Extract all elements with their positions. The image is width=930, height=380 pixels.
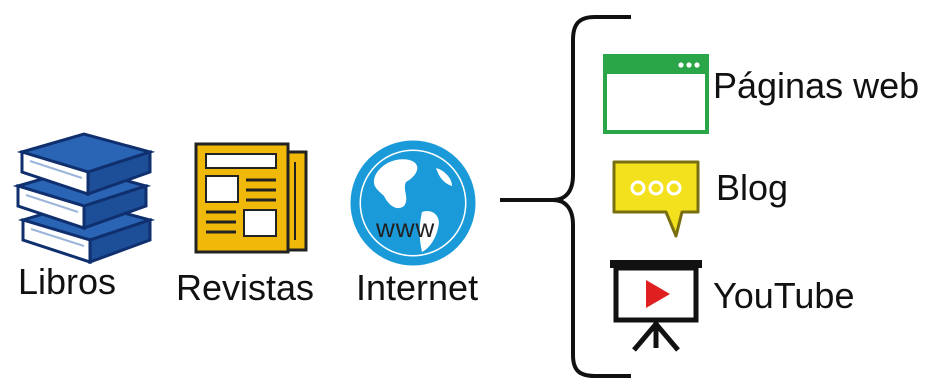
label-libros: Libros xyxy=(18,261,117,302)
chat-bubble-icon xyxy=(610,158,702,240)
globe-www-text: www xyxy=(376,213,436,243)
globe-www-icon: www xyxy=(348,138,478,268)
video-presentation-icon xyxy=(606,256,706,352)
curly-brace xyxy=(495,10,640,380)
label-youtube: YouTube xyxy=(713,275,855,316)
label-blog: Blog xyxy=(716,167,789,208)
browser-window-icon xyxy=(603,54,709,134)
books-icon xyxy=(8,128,158,268)
label-internet: Internet xyxy=(356,267,479,308)
label-paginas-web: Páginas web xyxy=(713,65,920,106)
label-revistas: Revistas xyxy=(176,267,315,308)
newspaper-icon xyxy=(192,140,312,260)
